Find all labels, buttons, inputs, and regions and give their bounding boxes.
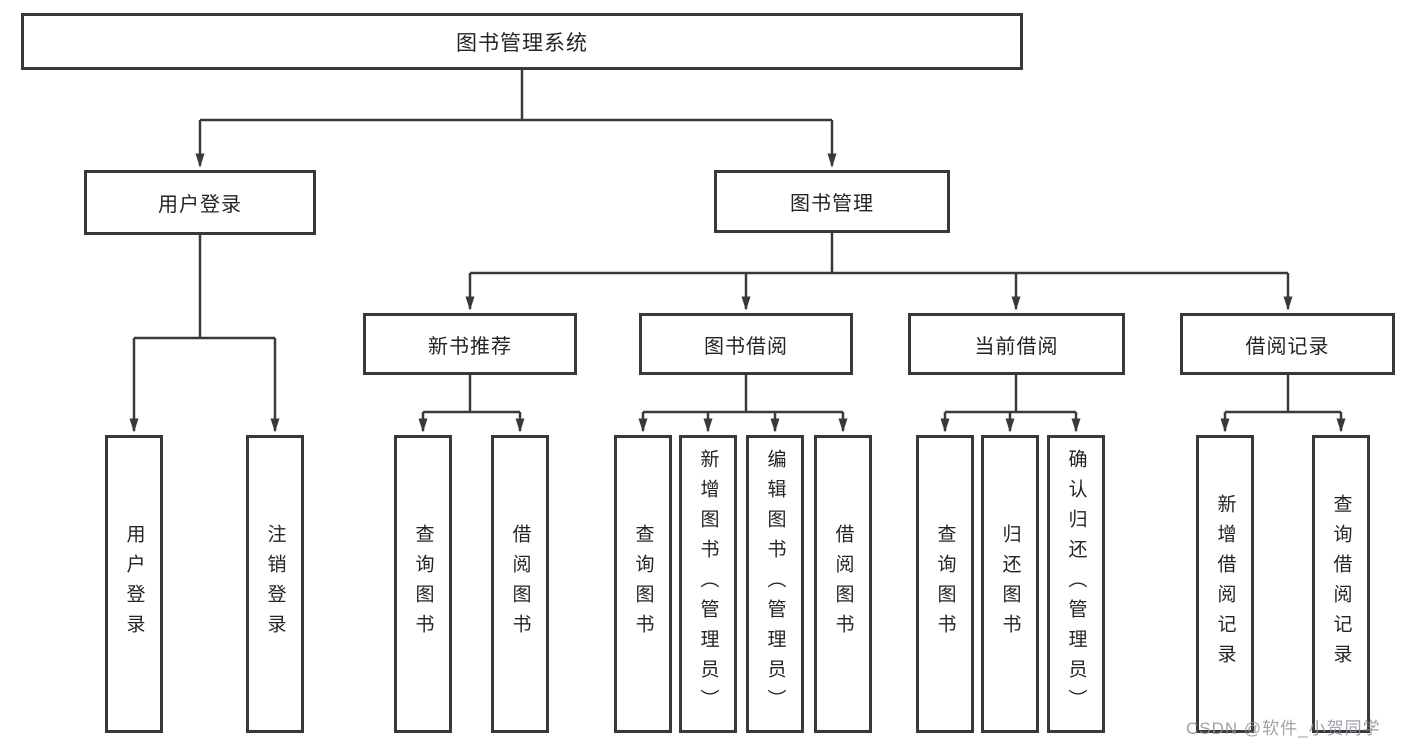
leaf-label: 用户登录 [123, 524, 145, 644]
leaf-label: 归还图书 [999, 524, 1021, 644]
node-library-system: 图书管理系统 [21, 13, 1023, 70]
node-book-borrow: 图书借阅 [639, 313, 853, 375]
node-borrow-records: 借阅记录 [1180, 313, 1395, 375]
node-book-management: 图书管理 [714, 170, 950, 233]
node-leaf-add-book-admin: 新增图书（管理员） [679, 435, 737, 733]
node-leaf-query-books-1: 查询图书 [394, 435, 452, 733]
leaf-label: 借阅图书 [832, 524, 854, 644]
leaf-label: 注销登录 [264, 524, 286, 644]
leaf-label: 查询借阅记录 [1330, 494, 1352, 674]
node-leaf-user-login: 用户登录 [105, 435, 163, 733]
node-current-borrow: 当前借阅 [908, 313, 1125, 375]
node-leaf-add-borrow-record: 新增借阅记录 [1196, 435, 1254, 733]
leaf-label: 新增图书（管理员） [697, 449, 719, 719]
node-leaf-logout: 注销登录 [246, 435, 304, 733]
node-leaf-return-book: 归还图书 [981, 435, 1039, 733]
leaf-label: 查询图书 [934, 524, 956, 644]
leaf-label: 借阅图书 [509, 524, 531, 644]
node-leaf-borrow-books-1: 借阅图书 [491, 435, 549, 733]
leaf-label: 新增借阅记录 [1214, 494, 1236, 674]
node-leaf-borrow-books-2: 借阅图书 [814, 435, 872, 733]
node-leaf-query-borrow-record: 查询借阅记录 [1312, 435, 1370, 733]
node-new-book-recommend: 新书推荐 [363, 313, 577, 375]
watermark-text: CSDN @软件_小贺同学 [1186, 719, 1381, 738]
node-leaf-query-books-2: 查询图书 [614, 435, 672, 733]
leaf-label: 编辑图书（管理员） [764, 449, 786, 719]
leaf-label: 确认归还（管理员） [1065, 449, 1087, 719]
node-leaf-confirm-return-admin: 确认归还（管理员） [1047, 435, 1105, 733]
node-leaf-edit-book-admin: 编辑图书（管理员） [746, 435, 804, 733]
leaf-label: 查询图书 [412, 524, 434, 644]
leaf-label: 查询图书 [632, 524, 654, 644]
node-user-login: 用户登录 [84, 170, 316, 235]
node-leaf-query-books-3: 查询图书 [916, 435, 974, 733]
